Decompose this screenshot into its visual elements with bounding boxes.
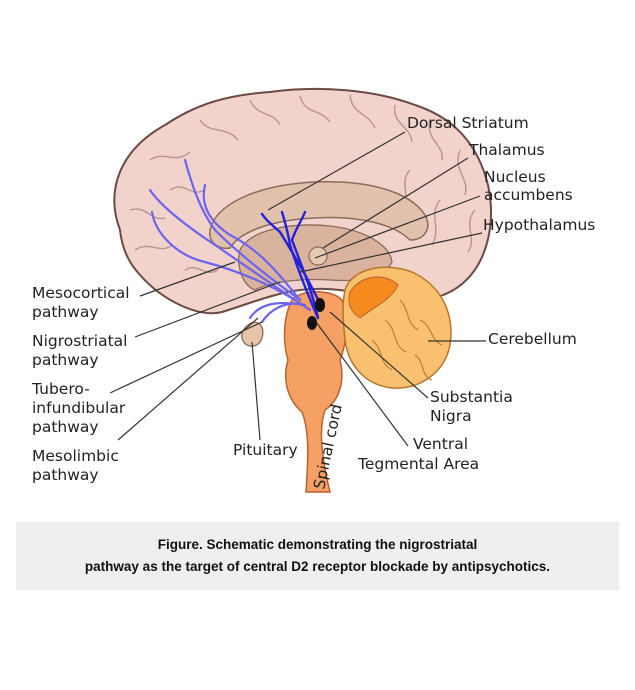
- nigrostriatal-pathway: [260, 210, 324, 320]
- label-mesocortical-line2: pathway: [32, 303, 99, 321]
- label-tuberoinfundibular-line2: infundibular: [32, 399, 126, 417]
- label-mesolimbic-line1: Mesolimbic: [32, 447, 119, 465]
- label-nucleus-accumbens-line2: accumbens: [484, 186, 573, 204]
- label-mesocortical-line1: Mesocortical: [32, 284, 130, 302]
- label-substantia-nigra-line1: Substantia: [430, 388, 513, 406]
- cerebellum-inner: [348, 276, 399, 319]
- figure-caption: Figure. Schematic demonstrating the nigr…: [16, 522, 619, 590]
- caption-line-1: Figure. Schematic demonstrating the nigr…: [157, 537, 478, 552]
- brain-diagram: Dorsal Striatum Thalamus Nucleus accumbe…: [31, 87, 595, 493]
- label-pituitary: Pituitary: [233, 441, 298, 459]
- substantia-nigra-nucleus: [315, 298, 325, 312]
- label-ventral-tegmental-line2: Tegmental Area: [357, 455, 479, 473]
- thalamus-node: [308, 246, 328, 266]
- caption-line-2: pathway as the target of central D2 rece…: [84, 559, 551, 574]
- label-ventral-tegmental-line1: Ventral: [413, 435, 468, 453]
- leader-lines: [109, 131, 486, 447]
- label-tuberoinfundibular-line1: Tubero-: [31, 380, 90, 398]
- label-nucleus-accumbens-line1: Nucleus: [484, 168, 546, 186]
- label-cerebellum: Cerebellum: [488, 330, 577, 348]
- label-tuberoinfundibular-line3: pathway: [32, 418, 99, 436]
- corpus-callosum: [209, 181, 429, 250]
- vta-nucleus: [307, 316, 317, 330]
- label-nigrostriatal-line1: Nigrostriatal: [32, 332, 127, 350]
- label-thalamus: Thalamus: [468, 141, 545, 159]
- label-substantia-nigra-line2: Nigra: [430, 407, 472, 425]
- label-hypothalamus: Hypothalamus: [483, 216, 595, 234]
- mesolimbic-mesocortical-pathways: [148, 158, 312, 324]
- cerebellum-folia: [371, 299, 443, 381]
- label-dorsal-striatum: Dorsal Striatum: [407, 114, 529, 132]
- label-mesolimbic-line2: pathway: [32, 466, 99, 484]
- label-nigrostriatal-line2: pathway: [32, 351, 99, 369]
